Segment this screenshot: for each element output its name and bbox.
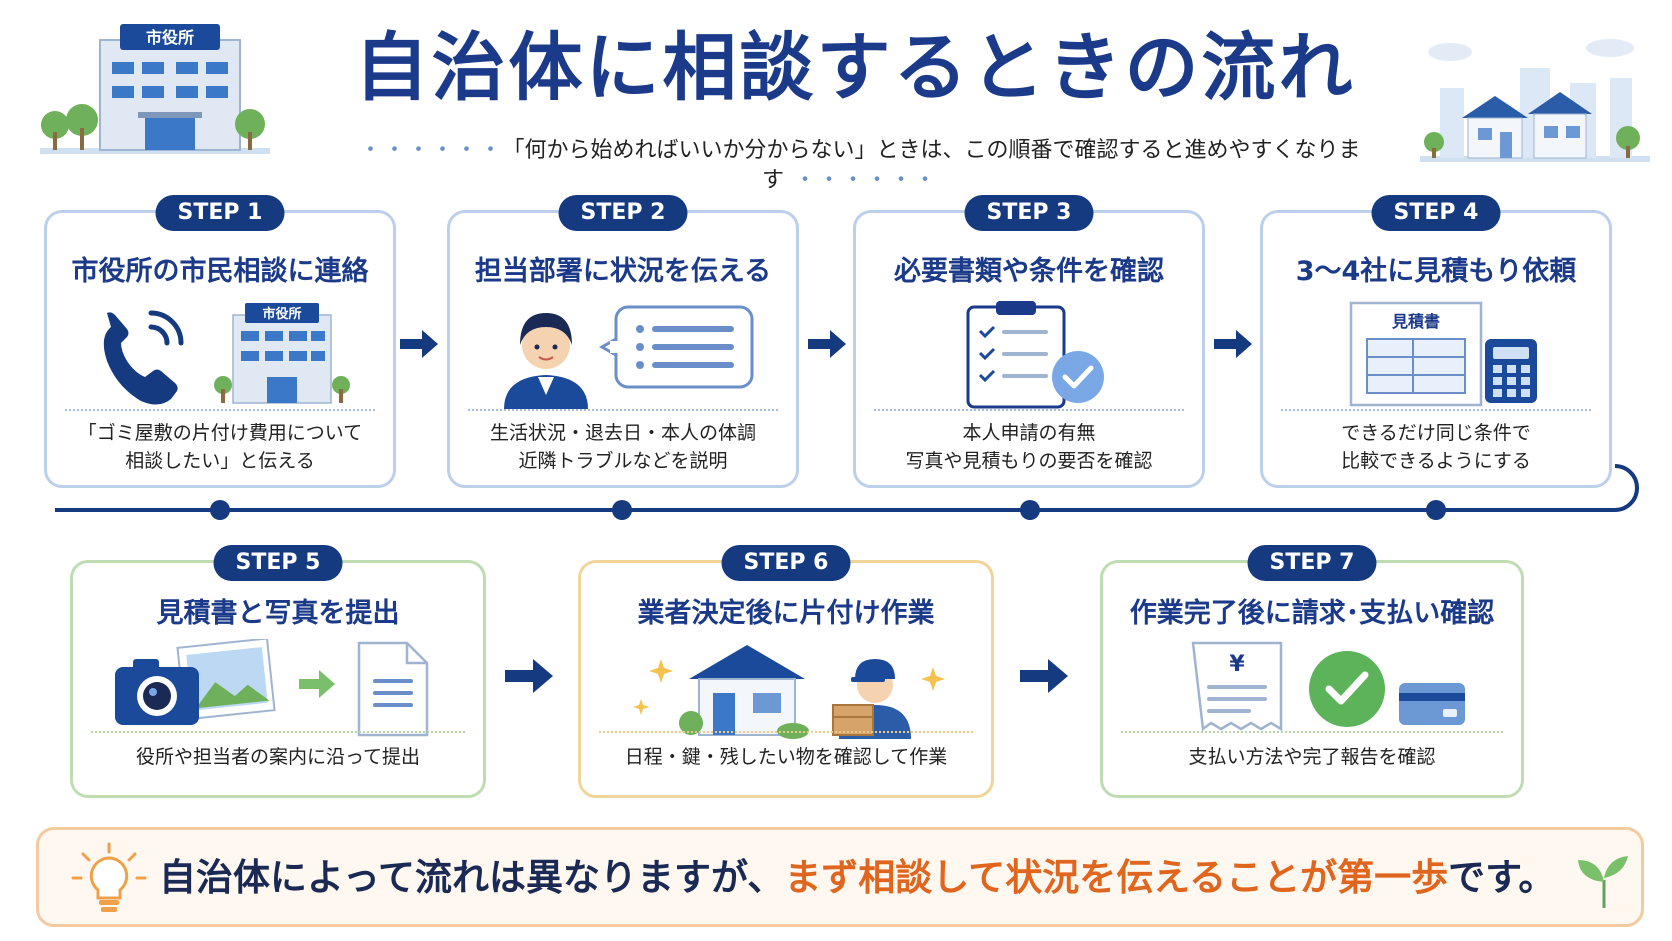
phone-icon <box>103 310 184 405</box>
arrow-right-icon <box>505 659 553 693</box>
step-1-title: 市役所の市民相談に連絡 <box>71 256 369 287</box>
step-5-separator <box>91 731 465 733</box>
step-6-separator <box>599 731 973 733</box>
house-icon <box>679 645 809 739</box>
estimate-doc-label: 見積書 <box>1391 312 1440 331</box>
step-7-separator <box>1121 731 1503 733</box>
check-circle-icon <box>1052 351 1104 403</box>
step-1-card: STEP 1 市役所の市民相談に連絡 市役所 「 <box>44 195 396 488</box>
arrow-right-icon <box>1020 659 1068 693</box>
step-1-separator <box>65 409 375 411</box>
step-4-illustration: 見積書 <box>1263 299 1609 409</box>
step-3-desc-line-1: 本人申請の有無 <box>962 422 1096 444</box>
bottom-note-box: 自治体によって流れは異なりますが、まず相談して状況を伝えることが第一歩です。 <box>36 827 1644 927</box>
step-2-title: 担当部署に状況を伝える <box>474 256 772 287</box>
step-1-illustration: 市役所 <box>47 299 393 409</box>
step-5-title: 見積書と写真を提出 <box>156 598 400 629</box>
arrow-right-icon <box>808 330 846 358</box>
step-1-badge: STEP 1 <box>155 195 285 231</box>
step-2-card: STEP 2 担当部署に状況を伝える 生活状況・退去日・本人の体調 <box>447 195 799 488</box>
timeline-dot-2 <box>612 500 632 520</box>
step-5-card: STEP 5 見積書と写真を提出 <box>70 545 486 798</box>
step-2-desc-line-1: 生活状況・退去日・本人の体調 <box>489 422 756 444</box>
step-7-description: 支払い方法や完了報告を確認 <box>1103 743 1521 771</box>
step-2-badge: STEP 2 <box>558 195 688 231</box>
yen-symbol: ¥ <box>1229 652 1245 677</box>
bottom-note-post: です。 <box>1448 856 1556 899</box>
worker-icon <box>832 659 911 739</box>
step-6-desc-line-1: 日程・鍵・残したい物を確認して作業 <box>624 746 948 768</box>
step-6-title: 業者決定後に片付け作業 <box>637 598 935 629</box>
bottom-note-pre: 自治体によって流れは異なりますが、 <box>159 856 785 899</box>
arrow-right-icon <box>1214 330 1252 358</box>
city-hall-header-illustration: 市役所 <box>40 20 290 170</box>
step-1-desc-line-2: 相談したい」と伝える <box>125 450 315 472</box>
step-1-description: 「ゴミ屋敷の片付け費用について 相談したい」と伝える <box>47 419 393 475</box>
step-7-title: 作業完了後に請求･支払い確認 <box>1129 598 1495 629</box>
subtitle-dots-left: ・・・・・・ <box>359 138 504 163</box>
step-7-desc-line-1: 支払い方法や完了報告を確認 <box>1188 746 1436 768</box>
step-4-card: STEP 4 3〜4社に見積もり依頼 見積書 <box>1260 195 1612 488</box>
step-2-illustration <box>450 299 796 409</box>
city-hall-icon: 市役所 <box>214 303 350 404</box>
step-2-description: 生活状況・退去日・本人の体調 近隣トラブルなどを説明 <box>450 419 796 475</box>
check-circle-icon <box>1309 651 1385 727</box>
photo-icon <box>176 637 276 721</box>
step-3-illustration <box>856 299 1202 409</box>
document-icon <box>357 641 429 737</box>
subtitle-dots-right: ・・・・・・ <box>794 168 939 193</box>
receipt-icon: ¥ <box>1191 641 1283 732</box>
step-4-description: できるだけ同じ条件で 比較できるようにする <box>1263 419 1609 475</box>
step-4-badge: STEP 4 <box>1371 195 1501 231</box>
sparkle-icon <box>633 659 945 715</box>
step-3-title: 必要書類や条件を確認 <box>894 256 1164 287</box>
step-5-desc-line-1: 役所や担当者の案内に沿って提出 <box>135 746 421 768</box>
step-6-illustration <box>581 639 991 739</box>
lightbulb-icon <box>71 842 147 912</box>
step-4-title: 3〜4社に見積もり依頼 <box>1295 256 1577 287</box>
step-2-separator <box>468 409 778 411</box>
checklist-clipboard-icon <box>966 301 1066 409</box>
step-3-desc-line-2: 写真や見積もりの要否を確認 <box>905 450 1153 472</box>
step-7-badge: STEP 7 <box>1247 545 1377 581</box>
step-5-description: 役所や担当者の案内に沿って提出 <box>73 743 483 771</box>
page-subtitle: ・・・・・・「何から始めればいいか分からない」ときは、この順番で確認すると進めや… <box>300 136 1410 196</box>
step-3-description: 本人申請の有無 写真や見積もりの要否を確認 <box>856 419 1202 475</box>
step-1-desc-line-1: 「ゴミ屋敷の片付け費用について <box>77 422 363 444</box>
step-4-desc-line-2: 比較できるようにする <box>1341 450 1531 472</box>
arrow-to-document-icon <box>299 670 335 698</box>
step-2-desc-line-2: 近隣トラブルなどを説明 <box>518 450 728 472</box>
camera-icon <box>115 659 199 725</box>
step-4-desc-line-1: できるだけ同じ条件で <box>1341 422 1531 444</box>
credit-card-icon <box>1399 683 1465 725</box>
sprout-icon <box>1578 856 1628 908</box>
step-7-illustration: ¥ <box>1103 639 1521 739</box>
step-7-card: STEP 7 作業完了後に請求･支払い確認 ¥ 支払い方法や完了報告を確認 <box>1100 545 1524 798</box>
subtitle-text: 「何から始めればいいか分からない」ときは、この順番で確認すると進めやすくなります <box>513 138 1361 193</box>
estimate-document-icon: 見積書 <box>1349 301 1483 407</box>
step-6-description: 日程・鍵・残したい物を確認して作業 <box>581 743 991 771</box>
step-5-badge: STEP 5 <box>213 545 343 581</box>
step-4-separator <box>1281 409 1591 411</box>
speech-bubble-list-icon <box>598 305 754 389</box>
step-6-card: STEP 6 業者決定後に片付け作業 <box>578 545 994 798</box>
timeline-dot-3 <box>1020 500 1040 520</box>
timeline-dot-1 <box>210 500 230 520</box>
step-1-city-hall-sign: 市役所 <box>262 306 301 322</box>
bottom-note-text: 自治体によって流れは異なりますが、まず相談して状況を伝えることが第一歩です。 <box>159 852 1555 904</box>
calculator-icon <box>1485 339 1537 403</box>
step-6-badge: STEP 6 <box>721 545 851 581</box>
timeline-dot-4 <box>1426 500 1446 520</box>
step-3-separator <box>874 409 1184 411</box>
step-3-card: STEP 3 必要書類や条件を確認 本人申請の有無 写真や見積もりの要否を確認 <box>853 195 1205 488</box>
step-5-illustration <box>73 637 483 739</box>
town-houses-illustration <box>1420 38 1650 170</box>
bottom-note-highlight: まず相談して状況を伝えることが第一歩 <box>784 856 1449 899</box>
staff-person-icon <box>504 313 588 409</box>
page-title: 自治体に相談するときの流れ <box>354 25 1356 111</box>
arrow-right-icon <box>400 330 438 358</box>
step-3-badge: STEP 3 <box>964 195 1094 231</box>
city-hall-sign: 市役所 <box>146 28 194 47</box>
